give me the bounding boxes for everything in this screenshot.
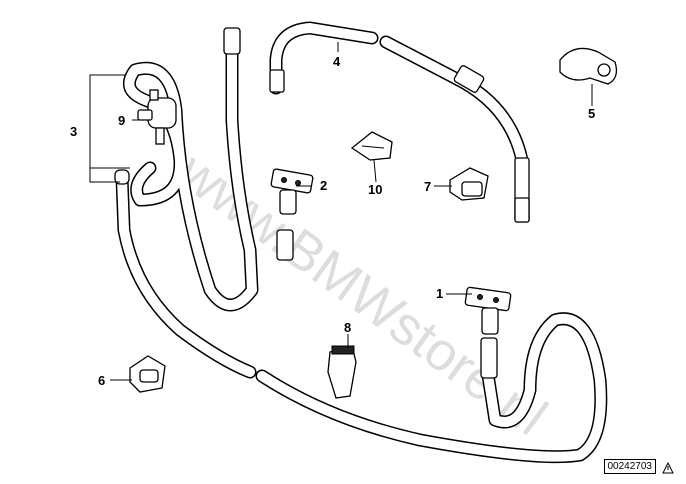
callout-8: 8	[344, 320, 351, 335]
clip-part-10	[350, 131, 393, 161]
leader-lines	[89, 42, 593, 381]
hose-long-bottom	[114, 169, 608, 464]
warning-triangle-icon	[662, 462, 674, 474]
callout-9: 9	[118, 113, 125, 128]
callout-10: 10	[368, 182, 382, 197]
connector-part-1	[464, 286, 512, 335]
callout-5: 5	[588, 106, 595, 121]
diagram-number: 00242703	[603, 459, 656, 474]
hose-long-left	[122, 27, 294, 312]
callout-4: 4	[333, 54, 341, 69]
callout-7: 7	[424, 179, 431, 194]
valve-part-9	[137, 89, 177, 145]
connector-part-2	[270, 168, 314, 215]
clip-part-6	[129, 355, 166, 393]
callout-3: 3	[70, 124, 77, 139]
callout-6: 6	[98, 373, 105, 388]
holder-part-8	[327, 345, 357, 399]
callout-1: 1	[436, 286, 443, 301]
clip-part-7	[449, 167, 489, 201]
callout-2: 2	[320, 178, 327, 193]
clip-part-5	[559, 47, 618, 85]
hose-part-4	[269, 21, 530, 223]
